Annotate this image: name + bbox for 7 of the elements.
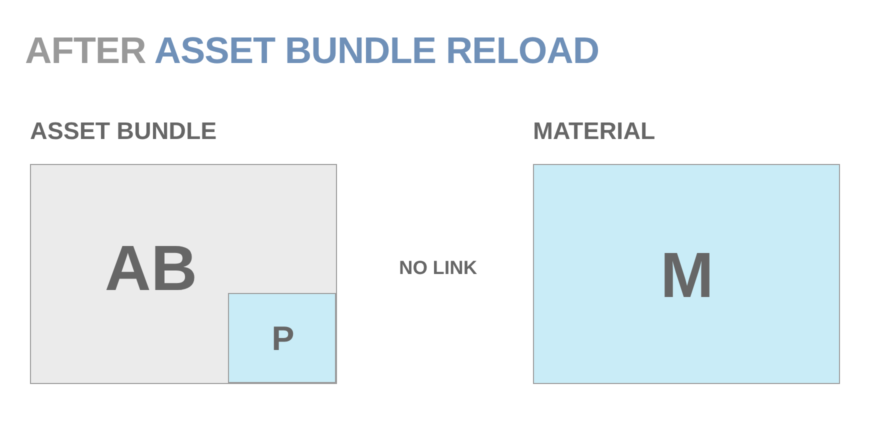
box-letter: P	[272, 320, 294, 358]
title: AFTER ASSET BUNDLE RELOAD	[25, 30, 600, 72]
section-heading: MATERIAL	[533, 118, 656, 146]
link-note: NO LINK	[399, 258, 478, 280]
box-letter: AB	[104, 231, 198, 305]
box-letter: M	[660, 238, 714, 312]
section-heading: ASSET BUNDLE	[30, 118, 217, 146]
